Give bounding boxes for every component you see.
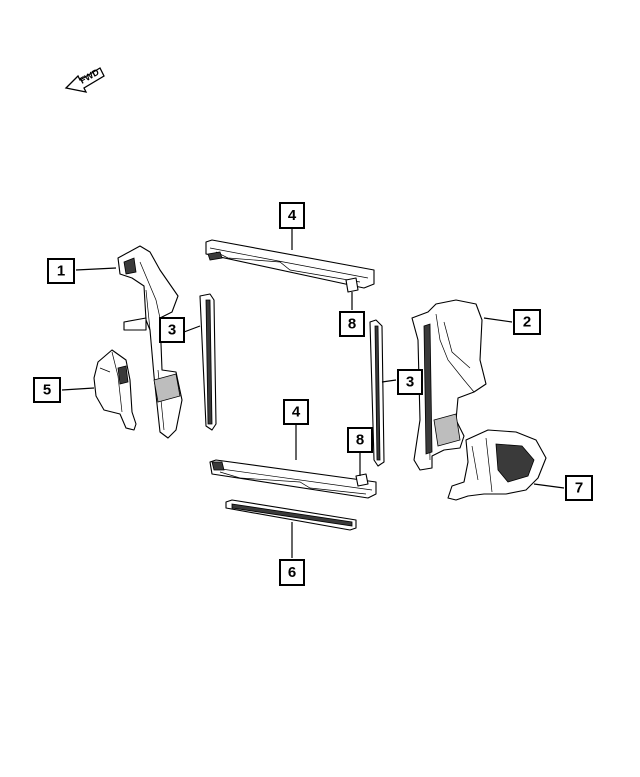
callout-8-top: 8 — [339, 311, 365, 337]
callout-2: 2 — [513, 309, 541, 335]
callout-1-label: 1 — [57, 263, 65, 280]
callout-4-top-label: 4 — [288, 207, 297, 224]
leader-1 — [75, 267, 117, 271]
part-4-upper-seal — [205, 239, 375, 289]
forward-arrow-icon: FWD — [64, 67, 105, 93]
callout-1: 1 — [47, 258, 75, 284]
callout-6-label: 6 — [288, 564, 296, 581]
callout-4-top: 4 — [279, 202, 305, 229]
callout-2-label: 2 — [523, 314, 531, 331]
part-4-lower-seal — [209, 459, 377, 499]
part-3-left-seal-strip — [199, 293, 217, 431]
callout-4-bottom: 4 — [283, 399, 309, 425]
leader-lines — [61, 228, 565, 558]
callout-5-label: 5 — [43, 382, 51, 399]
callout-8-bottom: 8 — [347, 427, 373, 453]
part-8-lower-clip — [355, 473, 369, 487]
callout-7-label: 7 — [575, 480, 583, 497]
part-1-left-air-seal — [117, 245, 183, 439]
callout-3-left: 3 — [159, 317, 185, 343]
leader-3-right — [381, 379, 397, 383]
callout-3-right-label: 3 — [406, 374, 414, 391]
callout-8-top-label: 8 — [348, 316, 356, 333]
part-5-left-deflector — [93, 349, 137, 431]
callout-3-left-label: 3 — [168, 322, 176, 339]
leader-5 — [61, 387, 95, 391]
part-7-right-deflector — [447, 429, 547, 501]
part-2-right-air-seal — [411, 299, 487, 471]
callout-3-right: 3 — [397, 369, 423, 395]
callout-8-bottom-label: 8 — [356, 432, 364, 449]
part-8-upper-clip — [345, 277, 359, 293]
leader-7 — [533, 483, 565, 489]
callout-7: 7 — [565, 475, 593, 501]
callout-5: 5 — [33, 377, 61, 403]
callout-4-bottom-label: 4 — [292, 404, 301, 421]
part-3-right-seal-strip — [369, 319, 385, 467]
callout-6: 6 — [279, 559, 305, 586]
leader-2 — [483, 317, 513, 323]
part-6-bottom-seal-strip — [225, 499, 357, 531]
leader-3-left — [183, 325, 201, 333]
